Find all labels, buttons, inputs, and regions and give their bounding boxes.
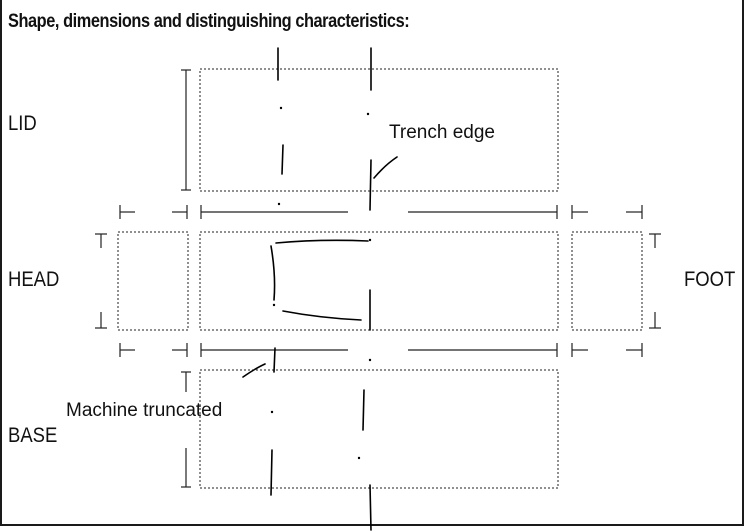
base-panel — [199, 369, 559, 489]
annotation-machine-truncated: Machine truncated — [66, 400, 223, 421]
pen-dots — [270, 106, 372, 460]
hand-drawn-marks — [242, 47, 398, 531]
foot-panel — [571, 231, 643, 331]
label-lid: LID — [8, 112, 37, 135]
label-head: HEAD — [8, 268, 60, 291]
annotation-trench-edge: Trench edge — [389, 122, 495, 143]
label-base: BASE — [8, 424, 58, 447]
dimension-markers — [95, 69, 661, 488]
section-heading: Shape, dimensions and distinguishing cha… — [8, 11, 410, 32]
label-foot: FOOT — [684, 268, 736, 291]
centre-panel — [199, 231, 559, 331]
head-panel — [117, 231, 189, 331]
